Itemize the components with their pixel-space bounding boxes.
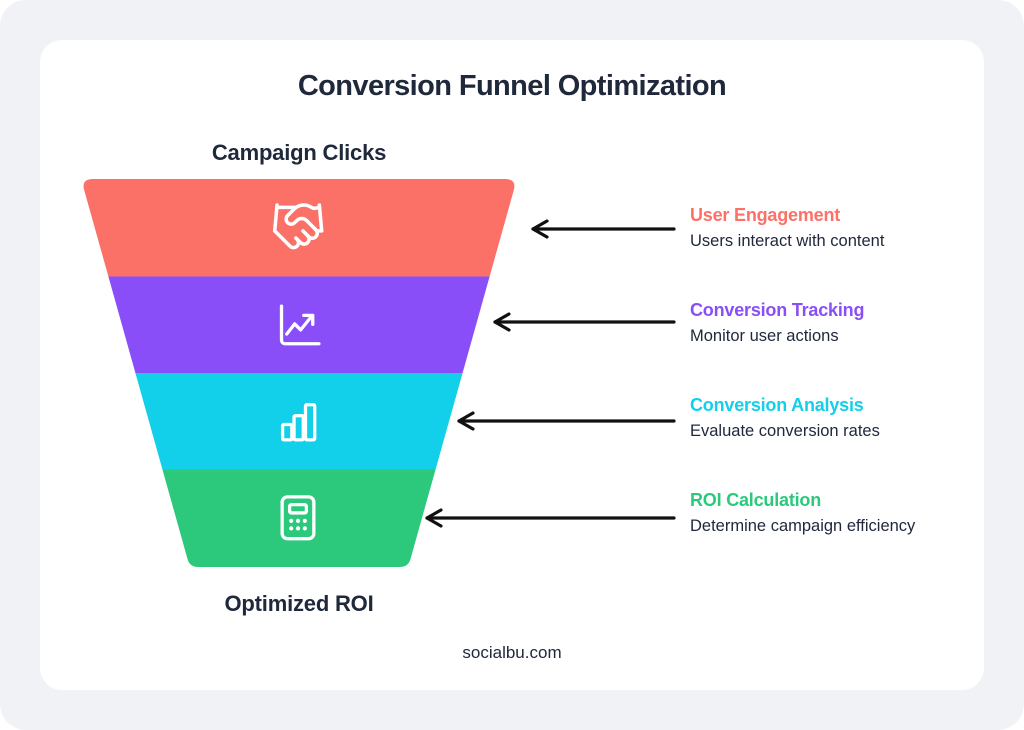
stage-heading: Conversion Analysis (690, 395, 864, 415)
funnel-stage-band-1 (83, 179, 515, 277)
funnel-top-label: Campaign Clicks (211, 140, 387, 165)
website-url: socialbu.com (462, 643, 562, 662)
handshake-icon (272, 203, 324, 250)
page-title: Conversion Funnel Optimization (297, 70, 727, 102)
stage-label-conversion-analysis: Conversion Analysis Evaluate conversion … (690, 395, 990, 441)
funnel-stage-band-4 (83, 469, 515, 567)
stage-description: Monitor user actions (690, 326, 839, 345)
stage-label-user-engagement: User Engagement Users interact with cont… (690, 205, 990, 251)
stage-label-roi-calculation: ROI Calculation Determine campaign effic… (690, 490, 990, 536)
funnel-stage-band-2 (83, 276, 515, 373)
stage-heading: User Engagement (690, 205, 841, 225)
funnel-graphic (83, 179, 515, 567)
stage-heading: Conversion Tracking (690, 300, 865, 320)
stage-heading: ROI Calculation (690, 490, 822, 510)
bar-chart-icon (280, 403, 317, 442)
stage-description: Users interact with content (690, 231, 885, 250)
stage-description: Determine campaign efficiency (690, 516, 916, 535)
calculator-icon (280, 495, 316, 541)
stage-description: Evaluate conversion rates (690, 421, 880, 440)
line-chart-icon (279, 304, 321, 346)
funnel-stage-band-3 (83, 373, 515, 470)
funnel-bottom-label: Optimized ROI (224, 591, 374, 616)
stage-label-conversion-tracking: Conversion Tracking Monitor user actions (690, 300, 990, 346)
